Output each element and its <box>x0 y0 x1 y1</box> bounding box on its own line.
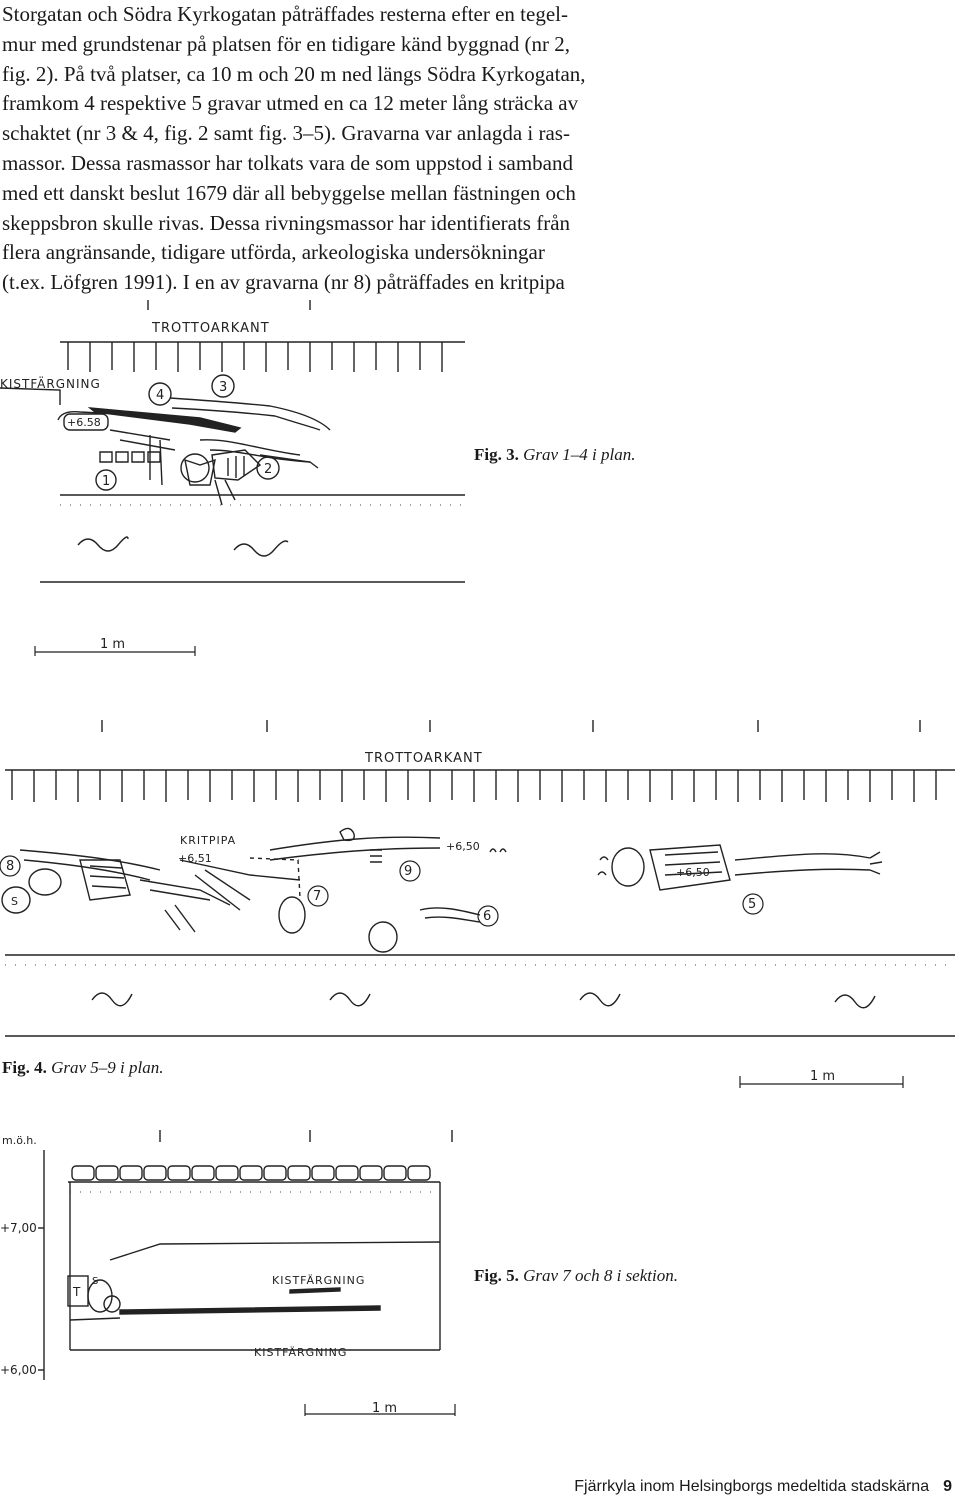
fig-text: Grav 1–4 i plan. <box>523 445 636 464</box>
fig3-caption: Fig. 3. Grav 1–4 i plan. <box>474 445 636 465</box>
wave-mark <box>834 994 876 1009</box>
body-paragraph: Storgatan och Södra Kyrkogatan påträffad… <box>2 0 672 298</box>
text-line: (t.ex. Löfgren 1991). I en av gravarna (… <box>2 270 565 295</box>
label-kistfargning: KISTFÄRGNING <box>272 1274 365 1287</box>
label-trottoarkant: TROTTOARKANT <box>364 751 483 766</box>
fig-label: Fig. 4. <box>2 1058 47 1077</box>
grave-number-3: 3 <box>219 380 227 395</box>
text-line: skeppsbron skulle rivas. Dessa rivningsm… <box>2 210 571 235</box>
scale-label: 1 m <box>372 1401 397 1416</box>
label-kritpipa: KRITPIPA <box>180 834 236 847</box>
scale-label: 1 m <box>810 1069 835 1084</box>
grave-number-5: 5 <box>748 897 756 912</box>
body-text: Storgatan och Södra Kyrkogatan påträffad… <box>2 0 672 298</box>
fig-text: Grav 5–9 i plan. <box>51 1058 164 1077</box>
label-kistfargning: KISTFÄRGNING <box>254 1346 347 1359</box>
kist-stain <box>87 407 242 433</box>
marker-t: T <box>72 1285 81 1299</box>
page-footer: Fjärrkyla inom Helsingborgs medeltida st… <box>574 1478 952 1496</box>
text-line: flera angränsande, tidigare utförda, ark… <box>2 240 545 265</box>
skeleton-outline <box>19 827 883 953</box>
trottoar-hatching <box>11 770 937 802</box>
fig5-caption: Fig. 5. Grav 7 och 8 i sektion. <box>474 1266 678 1286</box>
fig5-drawing: m.ö.h. +7,00 +6,00 KISTFÄRGNING KISTFÄRG… <box>0 1130 456 1416</box>
elevation-label: +6,51 <box>178 852 212 865</box>
fig-text: Grav 7 och 8 i sektion. <box>523 1266 678 1285</box>
marker-s: S <box>11 895 18 908</box>
wave-mark <box>233 540 289 557</box>
skeleton-outline <box>99 397 331 506</box>
grave-number-4: 4 <box>156 388 164 403</box>
grave-number-7: 7 <box>313 889 321 904</box>
text-line: schaktet (nr 3 & 4, fig. 2 samt fig. 3–5… <box>2 121 570 146</box>
text-line: mur med grundstenar på platsen för en ti… <box>2 31 570 56</box>
kist-stain <box>289 1287 341 1294</box>
grave-number-6: 6 <box>483 909 491 924</box>
wave-mark <box>91 992 133 1007</box>
wave-mark <box>77 536 129 552</box>
grave-number-8: 8 <box>6 859 14 874</box>
text-line: fig. 2). På två platser, ca 10 m och 20 … <box>2 61 586 86</box>
text-line: Storgatan och Södra Kyrkogatan påträffad… <box>2 2 568 26</box>
fig4-drawing: TROTTOARKANT KRITPIPA +6,51 +6,50 +6,50 … <box>0 720 955 1088</box>
running-title: Fjärrkyla inom Helsingborgs medeltida st… <box>574 1478 930 1495</box>
fig3-drawing: TROTTOARKANT KISTFÄRGNING +6.58 1 2 3 4 … <box>0 300 465 656</box>
fig4-caption: Fig. 4. Grav 5–9 i plan. <box>2 1058 164 1078</box>
grave-number-1: 1 <box>102 474 110 489</box>
scale-bar <box>739 1076 904 1088</box>
text-line: framkom 4 respektive 5 gravar utmed en c… <box>2 91 579 116</box>
marker-s: S <box>92 1276 98 1287</box>
trottoar-hatching <box>67 342 443 372</box>
scale-bar <box>304 1404 456 1416</box>
elevation-label: +6,50 <box>676 866 710 879</box>
elevation-label: +6,50 <box>446 840 480 853</box>
cobble-row <box>71 1165 431 1181</box>
fig-label: Fig. 5. <box>474 1266 519 1285</box>
kist-stain <box>119 1305 381 1315</box>
text-line: med ett danskt beslut 1679 där all bebyg… <box>2 180 576 205</box>
scale-bar <box>34 646 196 656</box>
grave-number-2: 2 <box>264 462 272 477</box>
elevation-label: +6.58 <box>67 416 101 429</box>
label-trottoarkant: TROTTOARKANT <box>151 321 270 336</box>
grave-number-9: 9 <box>404 864 412 879</box>
label-moh: m.ö.h. <box>2 1134 37 1147</box>
wave-mark <box>579 992 621 1007</box>
wave-mark <box>329 992 371 1007</box>
page-number: 9 <box>943 1478 952 1495</box>
label-kistfargning: KISTFÄRGNING <box>0 376 101 391</box>
kritpipa-dashed <box>249 857 301 899</box>
level-label: +7,00 <box>0 1221 37 1235</box>
fig-label: Fig. 3. <box>474 445 519 464</box>
scale-label: 1 m <box>100 637 125 652</box>
text-line: massor. Dessa rasmassor har tolkats vara… <box>2 150 573 175</box>
level-label: +6,00 <box>0 1363 37 1377</box>
